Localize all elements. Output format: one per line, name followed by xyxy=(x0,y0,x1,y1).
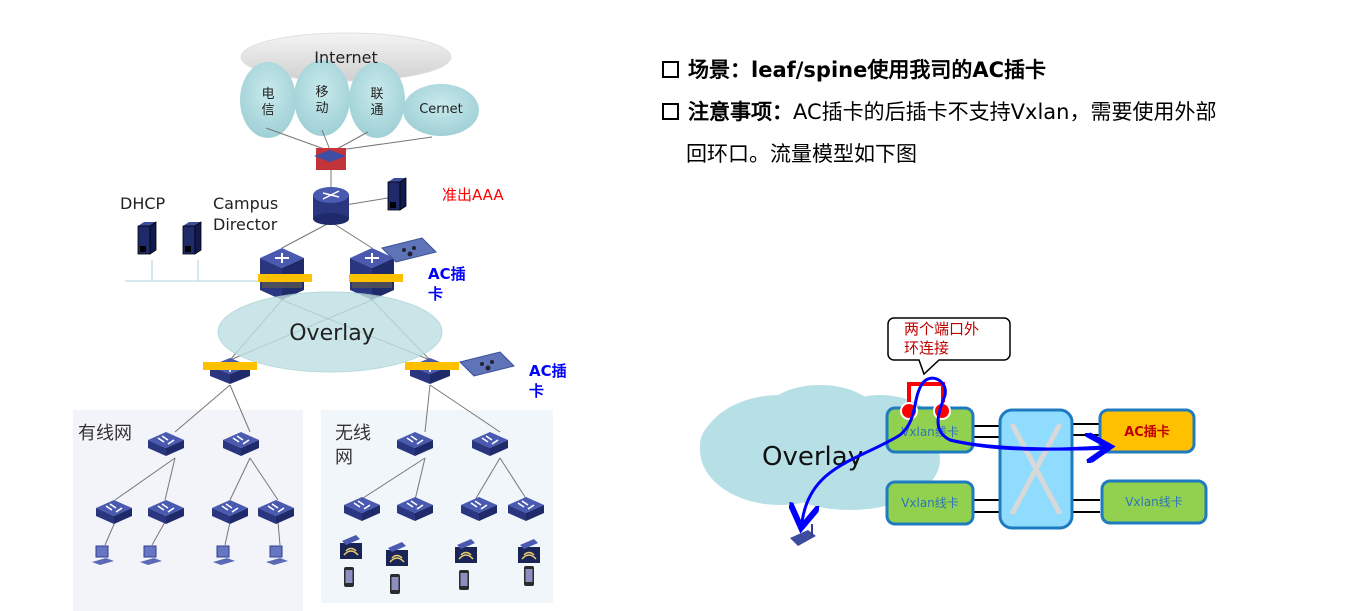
router-icon xyxy=(313,187,349,225)
isp-label: 联 xyxy=(370,87,383,102)
agg-switch-right-icon xyxy=(409,357,451,385)
isp-label: 移 xyxy=(315,85,328,100)
overlay-label: Overlay xyxy=(762,442,863,472)
ac-card-agg-icon xyxy=(459,351,515,377)
highlight-bar xyxy=(258,274,312,282)
scenario-label: 场景： xyxy=(688,58,751,82)
isp-label: 动 xyxy=(315,101,328,116)
scenario-text: leaf/spine使用我司的AC插卡 xyxy=(751,58,1047,82)
ac-card xyxy=(1098,408,1196,454)
isp-label: 通 xyxy=(370,103,383,118)
traffic-flow-diagram: Overlay 两个端口外 环连接 Vxlan线卡 Vxlan线卡 AC插卡 V… xyxy=(700,317,1208,546)
campus-director-label: Campus xyxy=(213,194,278,213)
callout-text: 两个端口外 xyxy=(904,320,979,338)
caution-label: 注意事项： xyxy=(688,100,793,124)
traffic-flow-arrow-to-ac xyxy=(949,440,1104,449)
ac-card-label: AC插 xyxy=(428,265,466,283)
fabric-cross xyxy=(1009,422,1063,516)
callout-bubble xyxy=(887,317,1011,376)
vxlan-card-top-label: Vxlan线卡 xyxy=(901,425,959,439)
highlight-bar xyxy=(203,362,257,370)
firewall-icon xyxy=(314,148,346,170)
wireless-area-label: 网 xyxy=(335,447,353,468)
callout-text: 环连接 xyxy=(904,339,949,357)
agg-switch-left-icon xyxy=(209,357,251,385)
caution-text: AC插卡的后插卡不支持Vxlan，需要使用外部 xyxy=(793,100,1217,124)
wireless-area-label: 无线 xyxy=(335,423,371,444)
overlay-ellipse xyxy=(217,291,443,373)
isp-cloud-unicom xyxy=(349,62,405,138)
isp-cloud-telecom xyxy=(240,62,296,138)
vxlan-card-bottom xyxy=(885,480,975,526)
wireless-ap-icon xyxy=(790,524,816,546)
campus-network-diagram: Internet 电 信 移 动 联 通 Cernet DHCP Campus … xyxy=(73,32,567,611)
wired-area-label: 有线网 xyxy=(78,423,132,444)
vxlan-card-bottom-label: Vxlan线卡 xyxy=(901,496,959,510)
isp-label: 信 xyxy=(261,103,274,118)
overlay-label: Overlay xyxy=(289,321,375,346)
isp-label: Cernet xyxy=(419,102,463,117)
loopback-connection xyxy=(907,382,945,404)
dhcp-server-icon xyxy=(137,221,157,255)
highlight-bar xyxy=(349,274,403,282)
phone-icon xyxy=(524,566,534,586)
ac-card-label: 卡 xyxy=(428,285,443,303)
phone-icon xyxy=(344,567,354,587)
campus-director-server-icon xyxy=(182,221,202,255)
phone-icon xyxy=(390,574,400,594)
ac-card-label: AC插 xyxy=(529,362,567,380)
internet-label: Internet xyxy=(314,48,378,67)
isp-cloud-cernet xyxy=(403,84,479,136)
bullet-square-icon xyxy=(662,103,679,120)
vxlan-card-right-label: Vxlan线卡 xyxy=(1125,495,1183,509)
caution-note: 注意事项：AC插卡的后插卡不支持Vxlan，需要使用外部 xyxy=(662,96,1216,126)
campus-director-label: Director xyxy=(213,215,278,234)
dhcp-label: DHCP xyxy=(120,194,166,213)
ac-card-label: AC插卡 xyxy=(1124,424,1170,440)
scenario-note: 场景：leaf/spine使用我司的AC插卡 xyxy=(662,54,1046,84)
isp-label: 电 xyxy=(261,87,274,102)
vxlan-card-right xyxy=(1100,479,1208,525)
ac-card-label: 卡 xyxy=(529,382,544,400)
bullet-square-icon xyxy=(662,61,679,78)
aaa-label: 准出AAA xyxy=(442,186,504,204)
isp-cloud-mobile xyxy=(294,60,350,136)
phone-icon xyxy=(459,570,469,590)
aaa-server-icon xyxy=(387,177,407,211)
caution-note-continued: 回环口。流量模型如下图 xyxy=(686,142,917,166)
highlight-bar xyxy=(405,362,459,370)
